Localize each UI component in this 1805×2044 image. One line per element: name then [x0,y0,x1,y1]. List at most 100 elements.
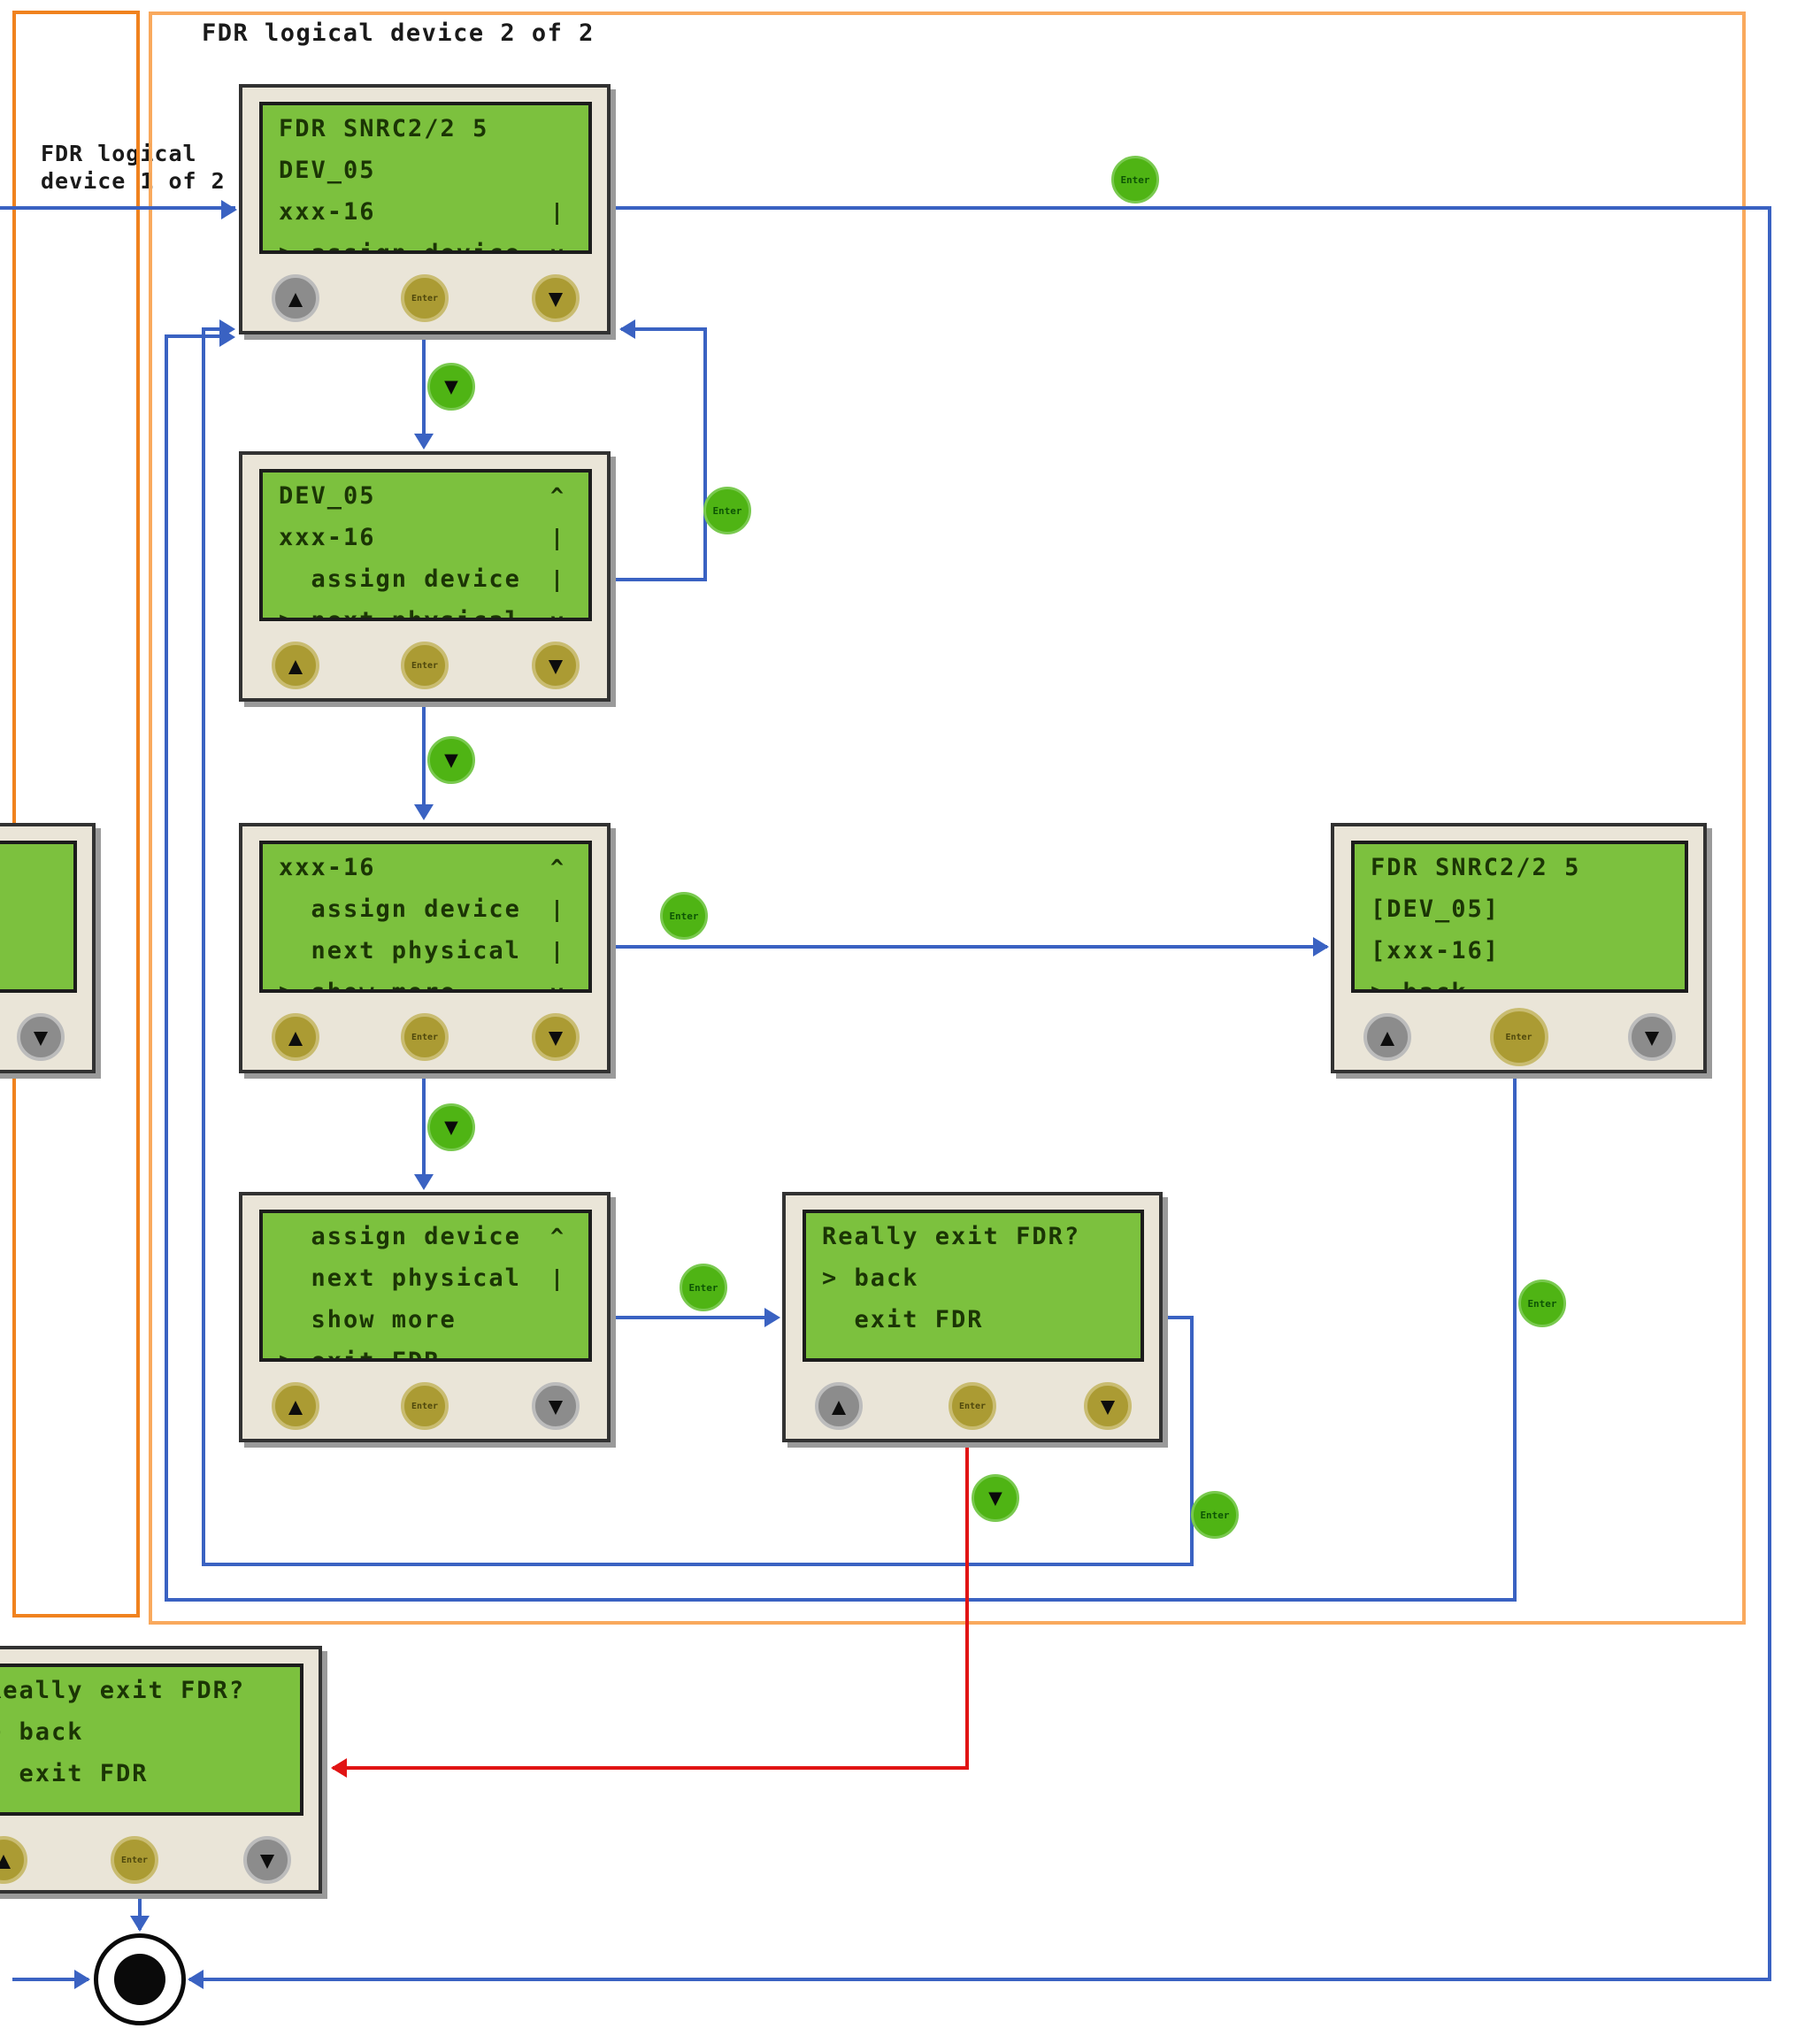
scroll-indicator-icon: v [549,608,565,621]
flow-line-blue-7 [611,578,707,581]
panel-really-exit-fdr-enter-button: Enter [949,1382,996,1430]
panel-exit-fdr-menu-row-3: > exit FDR [279,1348,441,1362]
panel-really-exit-fdr: Really exit FDR?> back exit FDR▲Enter▼ [782,1192,1163,1442]
flow-line-blue-0 [0,206,235,210]
flow-line-blue-6 [422,1073,426,1185]
flow-line-blue-9 [621,327,705,331]
down-triangle-icon: ▼ [548,651,564,680]
down-triangle-icon: ▼ [1100,1392,1116,1420]
panel-really-exit-fdr-device1-row-0: Really exit FDR? [0,1677,246,1704]
enter-key-badge-1: Enter [703,487,751,534]
panel-dev05-menu-enter-button: Enter [401,642,449,689]
panel-device1-clipped-row-0 [0,847,73,888]
arrowhead-icon-11 [74,1970,90,1989]
panel-show-more-detail: FDR SNRC2/2 5[DEV_05][xxx-16]> back▲Ente… [1331,823,1707,1073]
panel-device1-clipped-row-2 [0,930,73,972]
panel-really-exit-fdr-device1-enter-button: Enter [111,1836,158,1884]
flow-line-blue-10 [609,945,1327,949]
down-triangle-icon: ▼ [259,1846,275,1874]
up-triangle-icon: ▲ [288,1392,303,1420]
panel-show-more-detail-row-1: [DEV_05] [1371,895,1501,923]
down-key-badge-6: ▼ [427,363,475,411]
panel-show-more-detail-enter-button: Enter [1489,1008,1548,1066]
panel-fdr-snrc-root-down-button: ▼ [532,274,580,322]
down-triangle-icon: ▼ [548,1023,564,1051]
down-key-badge-7: ▼ [427,736,475,784]
down-arrow-icon: ▼ [988,1485,1002,1511]
panel-really-exit-fdr-device1-screen: Really exit FDR?> back exit FDR [0,1664,303,1816]
scroll-indicator-icon: | [549,525,565,550]
panel-exit-fdr-menu-screen: assign device^ next physical| show more>… [259,1210,592,1362]
enter-key-badge-4: Enter [1191,1491,1239,1539]
fdr-logical-device-2-region [149,12,1746,1625]
panel-device1-clipped-down-button: ▼ [17,1013,65,1061]
panel-fdr-snrc-root-enter-button: Enter [401,274,449,322]
enter-key-badge-3: Enter [680,1264,727,1311]
panel-xxx16-menu-row-1: assign device| [263,888,588,930]
flow-line-blue-17 [1513,1073,1517,1602]
enter-key-badge-2: Enter [660,892,708,940]
enter-badge-label: Enter [712,504,742,517]
up-triangle-icon: ▲ [288,1023,303,1051]
up-triangle-icon: ▲ [288,651,303,680]
scroll-indicator-icon: v [549,980,565,993]
enter-button-label: Enter [120,1855,149,1865]
flow-line-blue-11 [611,1316,775,1319]
down-key-badge-9: ▼ [972,1474,1019,1522]
down-triangle-icon: ▼ [1644,1023,1660,1051]
panel-xxx16-menu-row-0: xxx-16^ [263,847,588,888]
down-arrow-icon: ▼ [444,1114,458,1141]
panel-xxx16-menu-up-button: ▲ [272,1013,319,1061]
enter-button-label: Enter [958,1401,987,1411]
panel-device1-clipped-row-3 [0,972,73,989]
panel-exit-fdr-menu-row-0: assign device^ [263,1216,588,1257]
enter-key-badge-0: Enter [1111,156,1159,204]
flow-line-blue-18 [166,1598,1515,1602]
panel-really-exit-fdr-device1-down-button: ▼ [243,1836,291,1884]
arrowhead-icon-10 [130,1916,150,1932]
flow-line-blue-15 [202,327,205,1566]
arrowhead-icon-2 [414,434,434,450]
flow-line-blue-19 [165,334,168,1602]
panel-really-exit-fdr-device1-row-3 [0,1794,300,1812]
enter-button-label: Enter [411,1401,439,1411]
flow-line-blue-12 [1163,1316,1194,1319]
panel-xxx16-menu-screen: xxx-16^ assign device| next physical|> s… [259,841,592,993]
panel-xxx16-menu-row-2: next physical| [263,930,588,972]
enter-key-badge-5: Enter [1518,1279,1566,1327]
scroll-indicator-icon: | [549,938,565,964]
end-state-node [94,1933,186,2025]
arrowhead-icon-5 [619,319,635,339]
scroll-indicator-icon: ^ [549,855,565,880]
flow-line-blue-13 [1190,1316,1194,1566]
panel-xxx16-menu: xxx-16^ assign device| next physical|> s… [239,823,611,1073]
arrowhead-icon-9 [219,327,235,347]
panel-really-exit-fdr-row-3 [806,1341,1141,1358]
scroll-indicator-icon: | [549,896,565,922]
panel-dev05-menu-row-1: xxx-16| [263,517,588,558]
panel-dev05-menu-screen: DEV_05^xxx-16| assign device|> next phys… [259,469,592,621]
up-triangle-icon: ▲ [0,1846,12,1874]
panel-fdr-snrc-root-row-2: xxx-16| [263,191,588,233]
panel-dev05-menu-row-0: DEV_05^ [263,475,588,517]
flow-line-blue-8 [703,327,707,581]
panel-xxx16-menu-down-button: ▼ [532,1013,580,1061]
arrowhead-icon-12 [331,1758,347,1778]
down-key-badge-8: ▼ [427,1103,475,1151]
up-triangle-icon: ▲ [831,1392,847,1420]
panel-really-exit-fdr-device1-row-1: > back [0,1718,84,1746]
panel-really-exit-fdr-up-button: ▲ [815,1382,863,1430]
flow-line-red-24 [333,1766,967,1770]
panel-device1-clipped: ▲Enter▼ [0,823,96,1073]
down-triangle-icon: ▼ [548,1392,564,1420]
panel-show-more-detail-row-2: [xxx-16] [1371,937,1501,964]
down-arrow-icon: ▼ [444,747,458,773]
panel-device1-clipped-row-1 [0,888,73,930]
enter-badge-label: Enter [1120,173,1150,186]
panel-exit-fdr-menu-down-button: ▼ [532,1382,580,1430]
panel-dev05-menu-up-button: ▲ [272,642,319,689]
